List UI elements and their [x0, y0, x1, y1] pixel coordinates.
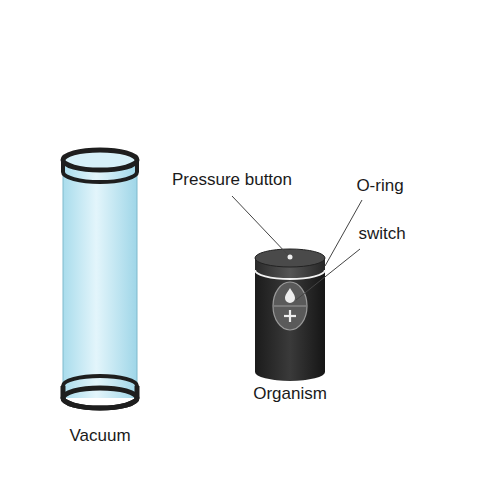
pressure-button	[288, 255, 293, 260]
part-label: Vacuum	[69, 426, 130, 446]
part-label: Organism	[253, 384, 327, 404]
vacuum-tube	[63, 150, 137, 408]
part-label: switch	[358, 224, 405, 244]
drop-icon	[285, 288, 295, 303]
part-label: Pressure button	[172, 170, 292, 190]
device-body	[255, 249, 325, 381]
leader-lines	[232, 196, 362, 300]
part-label: O-ring	[356, 176, 403, 196]
switch-panel	[273, 282, 307, 330]
